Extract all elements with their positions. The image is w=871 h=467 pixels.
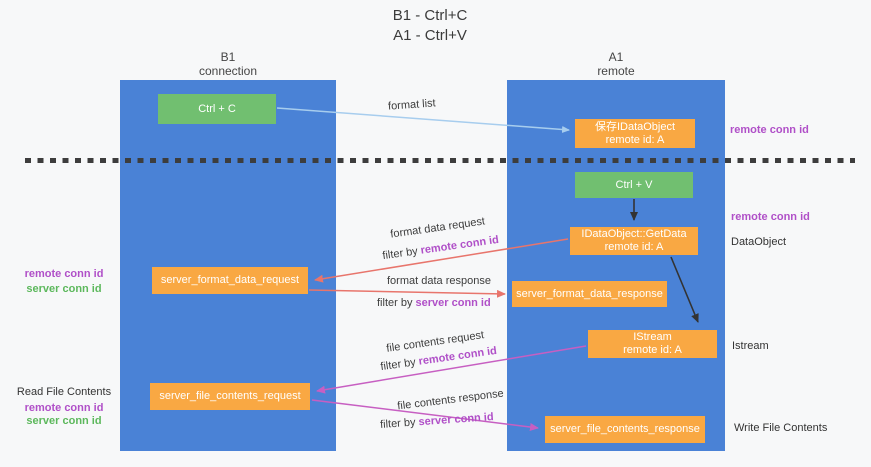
lifeline-b1-role: connection [198, 64, 258, 78]
left-remote-conn-id-annotation-2: remote conn id [24, 402, 104, 414]
getdata-remote-id: remote id: A [604, 241, 664, 253]
file-contents-response-label: file contents response [396, 387, 505, 413]
istream-annotation: Istream [732, 340, 769, 352]
server-file-contents-response-label: server_file_contents_response [550, 423, 700, 435]
save-idataobject-remote-id: remote id: A [605, 133, 665, 146]
server-format-data-response-node: server_format_data_response [512, 281, 667, 307]
server-file-contents-response-node: server_file_contents_response [545, 416, 705, 443]
save-idataobject-label: 保存IDataObject [594, 120, 676, 133]
lifeline-b1-name: B1 [220, 50, 236, 64]
format-list-label: format list [387, 97, 437, 113]
left-server-conn-id-annotation-2: server conn id [26, 415, 102, 427]
title-line-1: B1 - Ctrl+C [392, 7, 468, 24]
ctrl-c-node: Ctrl + C [158, 94, 276, 124]
lifeline-a1-role: remote [597, 64, 635, 78]
format-data-response-filter-label: filter by server conn id [377, 297, 491, 309]
save-idataobject-node: 保存IDataObject remote id: A [575, 119, 695, 148]
filter-by-text: filter by [381, 244, 422, 263]
server-format-data-request-node: server_format_data_request [152, 267, 308, 294]
filter-by-text: filter by [377, 297, 416, 309]
ctrl-c-label: Ctrl + C [198, 102, 236, 115]
istream-label: IStream [633, 331, 672, 343]
filter-by-text: filter by [379, 355, 420, 374]
ctrl-v-label: Ctrl + V [615, 178, 653, 191]
write-file-contents-annotation: Write File Contents [734, 422, 828, 434]
istream-node: IStream remote id: A [588, 330, 717, 358]
left-server-conn-id-annotation-1: server conn id [26, 283, 102, 295]
format-data-response-label: format data response [387, 275, 491, 287]
server-file-contents-request-node: server_file_contents_request [150, 383, 310, 410]
lifeline-header-a1: A1 remote [507, 50, 725, 78]
getdata-label: IDataObject::GetData [581, 228, 687, 240]
remote-conn-id-text: remote conn id [419, 233, 500, 257]
session-separator-line [25, 158, 855, 163]
idataobject-getdata-node: IDataObject::GetData remote id: A [570, 227, 698, 255]
server-format-data-request-label: server_format_data_request [160, 274, 300, 286]
title-line-2: A1 - Ctrl+V [393, 27, 467, 44]
read-file-contents-annotation: Read File Contents [16, 386, 112, 398]
file-contents-response-filter-label: filter by server conn id [380, 411, 494, 431]
server-format-data-response-label: server_format_data_response [516, 287, 663, 300]
server-conn-id-text: server conn id [418, 411, 494, 429]
lifeline-header-b1: B1 connection [120, 50, 336, 78]
diagram-title: B1 - Ctrl+C A1 - Ctrl+V [300, 6, 560, 46]
lifeline-a1-name: A1 [608, 50, 624, 64]
ctrl-v-node: Ctrl + V [575, 172, 693, 198]
filter-by-text: filter by [379, 416, 419, 431]
remote-conn-id-annotation-mid: remote conn id [731, 211, 810, 223]
dataobject-annotation: DataObject [731, 236, 787, 248]
istream-remote-id: remote id: A [623, 344, 682, 356]
server-conn-id-text: server conn id [415, 297, 491, 309]
left-remote-conn-id-annotation-1: remote conn id [24, 268, 104, 280]
format-data-response-arrow [308, 289, 506, 298]
remote-conn-id-annotation-top: remote conn id [730, 124, 809, 136]
server-file-contents-request-label: server_file_contents_request [159, 390, 301, 402]
